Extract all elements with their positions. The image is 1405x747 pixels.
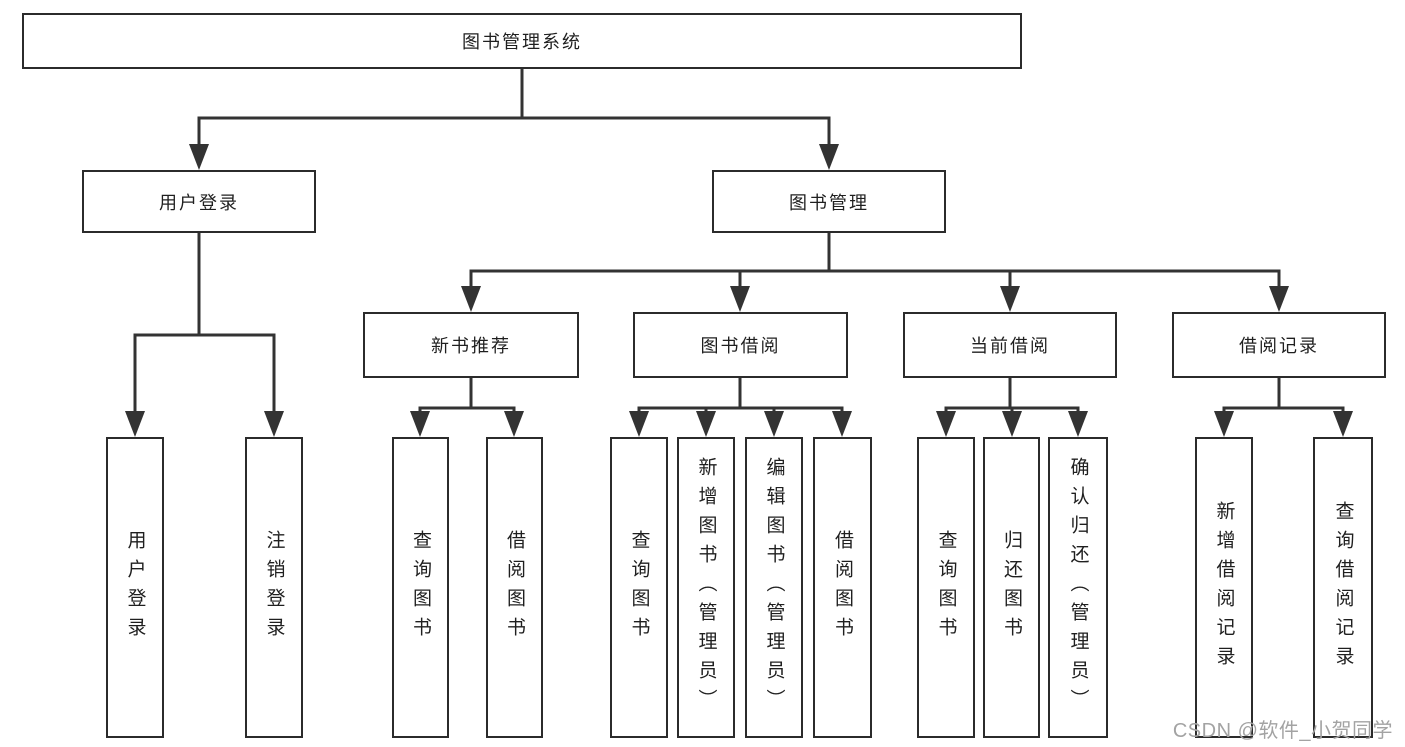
arrow-down-icon: [819, 144, 839, 170]
leaf-newbook-borrow-books: 借阅图书: [486, 437, 543, 738]
leaf-current-return-books: 归还图书: [983, 437, 1040, 738]
arrow-down-icon: [1000, 286, 1020, 312]
leaf-records-query-record-label: 查询借阅记录: [1332, 500, 1354, 675]
node-new-book-recommend-label: 新书推荐: [431, 336, 511, 356]
arrowhead-icons: [125, 144, 1353, 437]
arrow-down-icon: [1333, 411, 1353, 437]
node-root-system: 图书管理系统: [22, 13, 1022, 69]
arrow-down-icon: [264, 411, 284, 437]
node-borrow-records-label: 借阅记录: [1239, 336, 1319, 356]
node-book-borrow-label: 图书借阅: [700, 336, 781, 356]
arrow-down-icon: [629, 411, 649, 437]
edge-current-borrow-to-leaves: [944, 376, 1080, 417]
leaf-current-confirm-return-admin: 确认归还（管理员）: [1048, 437, 1108, 738]
arrow-down-icon: [504, 411, 524, 437]
leaf-records-query-record: 查询借阅记录: [1313, 437, 1373, 738]
leaf-logout-label: 注销登录: [263, 529, 285, 646]
arrow-down-icon: [832, 411, 852, 437]
leaf-user-login-label: 用户登录: [124, 529, 146, 646]
leaf-newbook-query-books: 查询图书: [392, 437, 449, 738]
edge-root-to-level2: [197, 67, 831, 150]
arrow-down-icon: [1214, 411, 1234, 437]
node-root-system-label: 图书管理系统: [462, 32, 582, 52]
leaf-newbook-borrow-books-label: 借阅图书: [504, 529, 525, 646]
leaf-borrow-edit-books-admin: 编辑图书（管理员）: [745, 437, 803, 738]
leaf-user-login: 用户登录: [106, 437, 164, 738]
arrow-down-icon: [1269, 286, 1289, 312]
leaf-borrow-query-books-label: 查询图书: [628, 529, 650, 646]
leaf-borrow-query-books: 查询图书: [610, 437, 668, 738]
arrow-down-icon: [696, 411, 716, 437]
leaf-borrow-borrow-books-label: 借阅图书: [832, 529, 853, 646]
csdn-watermark: CSDN @软件_小贺同学: [1172, 720, 1393, 742]
leaf-current-confirm-return-admin-label: 确认归还（管理员）: [1067, 457, 1089, 718]
node-user-login-label: 用户登录: [159, 192, 239, 213]
leaf-borrow-borrow-books: 借阅图书: [813, 437, 872, 738]
arrow-down-icon: [1002, 411, 1022, 437]
edge-new-book-to-leaves: [418, 376, 516, 417]
leaf-newbook-query-books-label: 查询图书: [410, 529, 431, 646]
arrow-down-icon: [936, 411, 956, 437]
arrow-down-icon: [189, 144, 209, 170]
edge-book-borrow-to-leaves: [637, 376, 844, 417]
leaf-records-add-record: 新增借阅记录: [1195, 437, 1253, 738]
node-book-management: 图书管理: [712, 170, 946, 233]
arrow-down-icon: [125, 411, 145, 437]
leaf-records-add-record-label: 新增借阅记录: [1213, 500, 1235, 675]
edge-user-login-to-leaves: [133, 231, 276, 417]
leaf-borrow-add-books-admin-label: 新增图书（管理员）: [695, 457, 717, 718]
edge-book-management-to-level3: [469, 231, 1281, 292]
node-current-borrow-label: 当前借阅: [970, 336, 1050, 356]
node-borrow-records: 借阅记录: [1172, 312, 1386, 378]
arrow-down-icon: [764, 411, 784, 437]
node-book-management-label: 图书管理: [789, 192, 869, 213]
edge-borrow-records-to-leaves: [1222, 376, 1345, 417]
arrow-down-icon: [1068, 411, 1088, 437]
node-new-book-recommend: 新书推荐: [363, 312, 579, 378]
leaf-current-query-books-label: 查询图书: [935, 529, 957, 646]
connector-edges: [133, 67, 1345, 417]
leaf-current-return-books-label: 归还图书: [1001, 529, 1022, 646]
arrow-down-icon: [461, 286, 481, 312]
arrow-down-icon: [410, 411, 430, 437]
node-current-borrow: 当前借阅: [903, 312, 1117, 378]
leaf-logout: 注销登录: [245, 437, 303, 738]
arrow-down-icon: [730, 286, 750, 312]
leaf-borrow-add-books-admin: 新增图书（管理员）: [677, 437, 735, 738]
node-book-borrow: 图书借阅: [633, 312, 848, 378]
leaf-current-query-books: 查询图书: [917, 437, 975, 738]
node-user-login: 用户登录: [82, 170, 316, 233]
leaf-borrow-edit-books-admin-label: 编辑图书（管理员）: [763, 457, 785, 718]
